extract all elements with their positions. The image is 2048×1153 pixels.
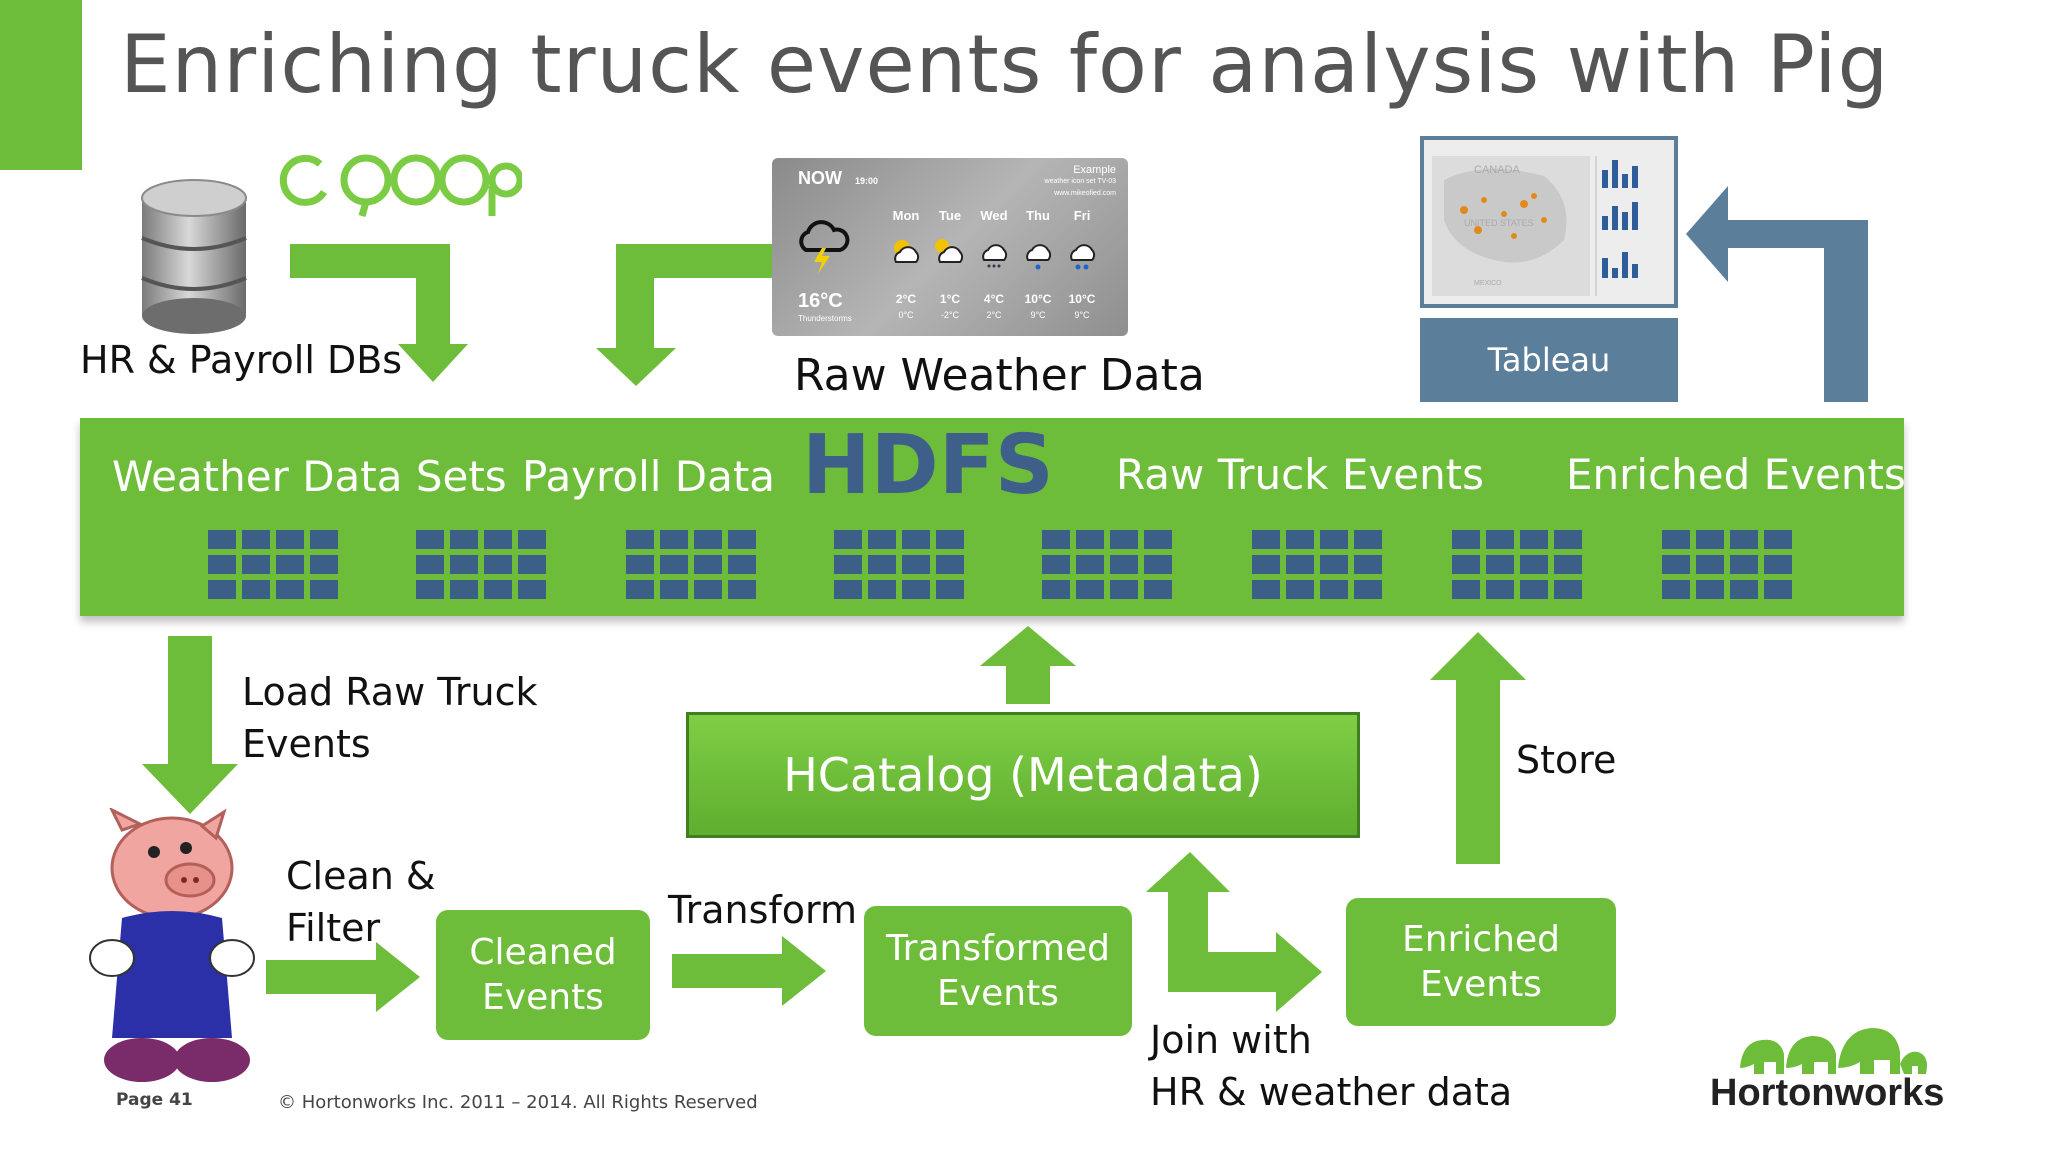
hcatalog-box: HCatalog (Metadata) xyxy=(686,712,1360,838)
weather-lows-row: 0°C -2°C 2°C 9°C 9°C xyxy=(884,310,1104,320)
transformed-events-box: Transformed Events xyxy=(864,906,1132,1036)
weather-current-temp: 16°C xyxy=(798,290,843,312)
arrow-weather-to-hdfs xyxy=(596,244,776,386)
arrow-to-cleaned xyxy=(266,942,420,1012)
weather-days-row: Mon Tue Wed Thu Fri xyxy=(884,208,1104,223)
page-number: Page 41 xyxy=(116,1090,193,1110)
transform-label: Transform xyxy=(668,888,858,932)
hdfs-block-icon xyxy=(208,530,338,599)
hdfs-block-icon xyxy=(626,530,756,599)
weather-high: 10°C xyxy=(1068,292,1096,306)
weather-high: 10°C xyxy=(1024,292,1052,306)
sqoop-logo xyxy=(279,154,522,217)
thunderstorm-icon xyxy=(799,220,850,274)
arrow-hcat-to-hdfs xyxy=(980,626,1076,704)
accent-bar xyxy=(0,0,82,170)
clean-label: Clean & Filter xyxy=(286,854,436,950)
hortonworks-brand: Hortonworks xyxy=(1710,1072,1945,1114)
hdfs-label-weather: Weather Data Sets xyxy=(112,452,507,501)
weather-example-label: Example xyxy=(1073,164,1116,176)
hdfs-block-icon xyxy=(1252,530,1382,599)
weather-low: 2°C xyxy=(986,310,1002,320)
map-label-mexico: MEXICO xyxy=(1474,280,1502,287)
weather-low: -2°C xyxy=(940,310,960,320)
hdfs-label-payroll: Payroll Data xyxy=(522,452,776,501)
weather-high: 2°C xyxy=(895,292,917,306)
map-label-canada: CANADA xyxy=(1474,164,1520,176)
hdfs-block-icon xyxy=(1662,530,1792,599)
slide-title: Enriching truck events for analysis with… xyxy=(120,18,1890,111)
store-label: Store xyxy=(1516,738,1617,782)
arrow-store xyxy=(1430,632,1526,864)
hdfs-block-icon xyxy=(1452,530,1582,599)
hdfs-block-icon xyxy=(1042,530,1172,599)
weather-high: 4°C xyxy=(983,292,1005,306)
enriched-events-box: Enriched Events xyxy=(1346,898,1616,1026)
weather-low: 0°C xyxy=(898,310,914,320)
arrow-join xyxy=(1146,852,1322,1012)
hdfs-label-raw-truck: Raw Truck Events xyxy=(1116,450,1485,499)
weather-credit-2: www.mikeofied.com xyxy=(1054,190,1116,197)
hdfs-label-enriched: Enriched Events xyxy=(1566,450,1906,499)
weather-widget: NOW 19:00 Example weather icon set TV-03… xyxy=(772,158,1128,336)
weather-day: Fri xyxy=(1073,208,1091,223)
arrow-to-transformed xyxy=(672,936,826,1006)
arrow-sqoop-to-hdfs xyxy=(290,244,468,382)
hdfs-title: HDFS xyxy=(802,418,1054,513)
hr-payroll-label: HR & Payroll DBs xyxy=(80,338,403,382)
hdfs-bar: Weather Data Sets Payroll Data HDFS Raw … xyxy=(80,418,1906,616)
hortonworks-elephants xyxy=(1740,1028,1927,1074)
weather-low: 9°C xyxy=(1074,310,1090,320)
weather-day: Wed xyxy=(980,208,1008,223)
arrow-load-down xyxy=(142,636,238,814)
tableau-box: Tableau xyxy=(1420,318,1678,402)
weather-day: Tue xyxy=(938,208,962,223)
raw-weather-label: Raw Weather Data xyxy=(794,350,1205,401)
weather-day: Mon xyxy=(892,208,920,223)
map-label-us: UNITED STATES xyxy=(1464,218,1534,228)
database-icon xyxy=(141,179,247,334)
weather-credit-1: weather icon set TV-03 xyxy=(1044,178,1116,185)
hdfs-block-icon xyxy=(416,530,546,599)
weather-current-cond: Thunderstorms xyxy=(798,314,852,323)
copyright: © Hortonworks Inc. 2011 – 2014. All Righ… xyxy=(278,1092,758,1113)
weather-day: Thu xyxy=(1026,208,1050,223)
cleaned-events-box: Cleaned Events xyxy=(436,910,650,1040)
pig-mascot xyxy=(89,808,255,1082)
weather-high: 1°C xyxy=(939,292,961,306)
forecast-icons xyxy=(894,239,1096,270)
arrow-hdfs-to-tableau xyxy=(1686,186,1868,402)
weather-low: 9°C xyxy=(1030,310,1046,320)
tableau-screenshot: CANADA UNITED STATES MEXICO xyxy=(1420,136,1678,308)
weather-now-time: 19:00 xyxy=(855,176,879,186)
hdfs-block-icon xyxy=(834,530,964,599)
join-label: Join with HR & weather data xyxy=(1150,1018,1513,1114)
weather-now-label: NOW xyxy=(798,168,842,188)
weather-highs-row: 2°C 1°C 4°C 10°C 10°C xyxy=(884,292,1104,306)
load-label: Load Raw Truck Events xyxy=(242,670,538,766)
